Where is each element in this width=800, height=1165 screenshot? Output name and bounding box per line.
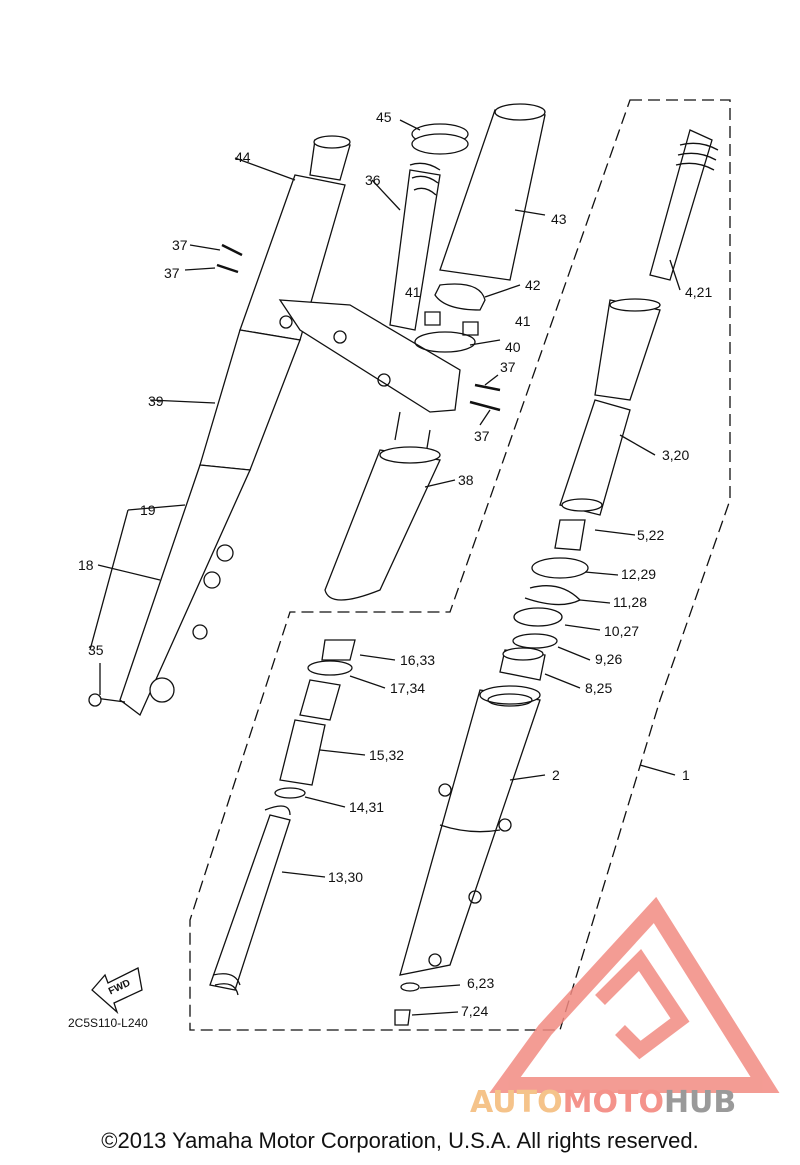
part-label-41b: 41 [515, 313, 531, 329]
part-label-6-23: 6,23 [467, 975, 494, 991]
part-label-14-31: 14,31 [349, 799, 384, 815]
part-label-44: 44 [235, 149, 251, 165]
part-label-16-33: 16,33 [400, 652, 435, 668]
fwd-arrow-icon [91, 967, 143, 1015]
part-label-2: 2 [552, 767, 560, 783]
watermark-moto: MOTO [563, 1085, 664, 1120]
part-label-4-21: 4,21 [685, 284, 712, 300]
part-label-17-34: 17,34 [390, 680, 425, 696]
watermark-hub: HUB [664, 1085, 736, 1120]
part-label-37a: 37 [172, 237, 188, 253]
part-label-9-26: 9,26 [595, 651, 622, 667]
part-label-45: 45 [376, 109, 392, 125]
part-label-37c: 37 [500, 359, 516, 375]
part-label-42: 42 [525, 277, 541, 293]
watermark-auto: AUTO [470, 1085, 563, 1120]
diagram-code: 2C5S110-L240 [68, 1016, 148, 1030]
copyright-footer: ©2013 Yamaha Motor Corporation, U.S.A. A… [101, 1128, 699, 1153]
part-label-5-22: 5,22 [637, 527, 664, 543]
part-label-37d: 37 [474, 428, 490, 444]
watermark-brand: AUTOMOTOHUB [470, 1085, 736, 1120]
part-label-37b: 37 [164, 265, 180, 281]
automotohub-logo [489, 896, 780, 1093]
part-label-3-20: 3,20 [662, 447, 689, 463]
part-label-36: 36 [365, 172, 381, 188]
fork-inner-parts [394, 129, 719, 1026]
part-label-18: 18 [78, 557, 94, 573]
part-label-11-28: 11,28 [613, 594, 647, 610]
part-label-40: 40 [505, 339, 521, 355]
part-label-43: 43 [551, 211, 567, 227]
fork-lower-inner-parts [209, 411, 441, 996]
part-label-10-27: 10,27 [604, 623, 639, 639]
part-label-41a: 41 [405, 284, 421, 300]
part-label-19: 19 [140, 502, 156, 518]
assembly-boundary-1 [189, 99, 731, 1031]
part-label-39: 39 [148, 393, 164, 409]
left-fork-leg [88, 135, 351, 717]
part-label-12-29: 12,29 [621, 566, 656, 582]
part-label-35: 35 [88, 642, 104, 658]
steering-assembly [216, 103, 546, 413]
outer-tube-part [399, 685, 541, 976]
part-label-13-30: 13,30 [328, 869, 363, 885]
leader-lines [89, 119, 681, 1016]
part-label-1: 1 [682, 767, 690, 783]
part-label-38: 38 [458, 472, 474, 488]
part-label-8-25: 8,25 [585, 680, 612, 696]
part-label-15-32: 15,32 [369, 747, 404, 763]
part-label-7-24: 7,24 [461, 1003, 488, 1019]
